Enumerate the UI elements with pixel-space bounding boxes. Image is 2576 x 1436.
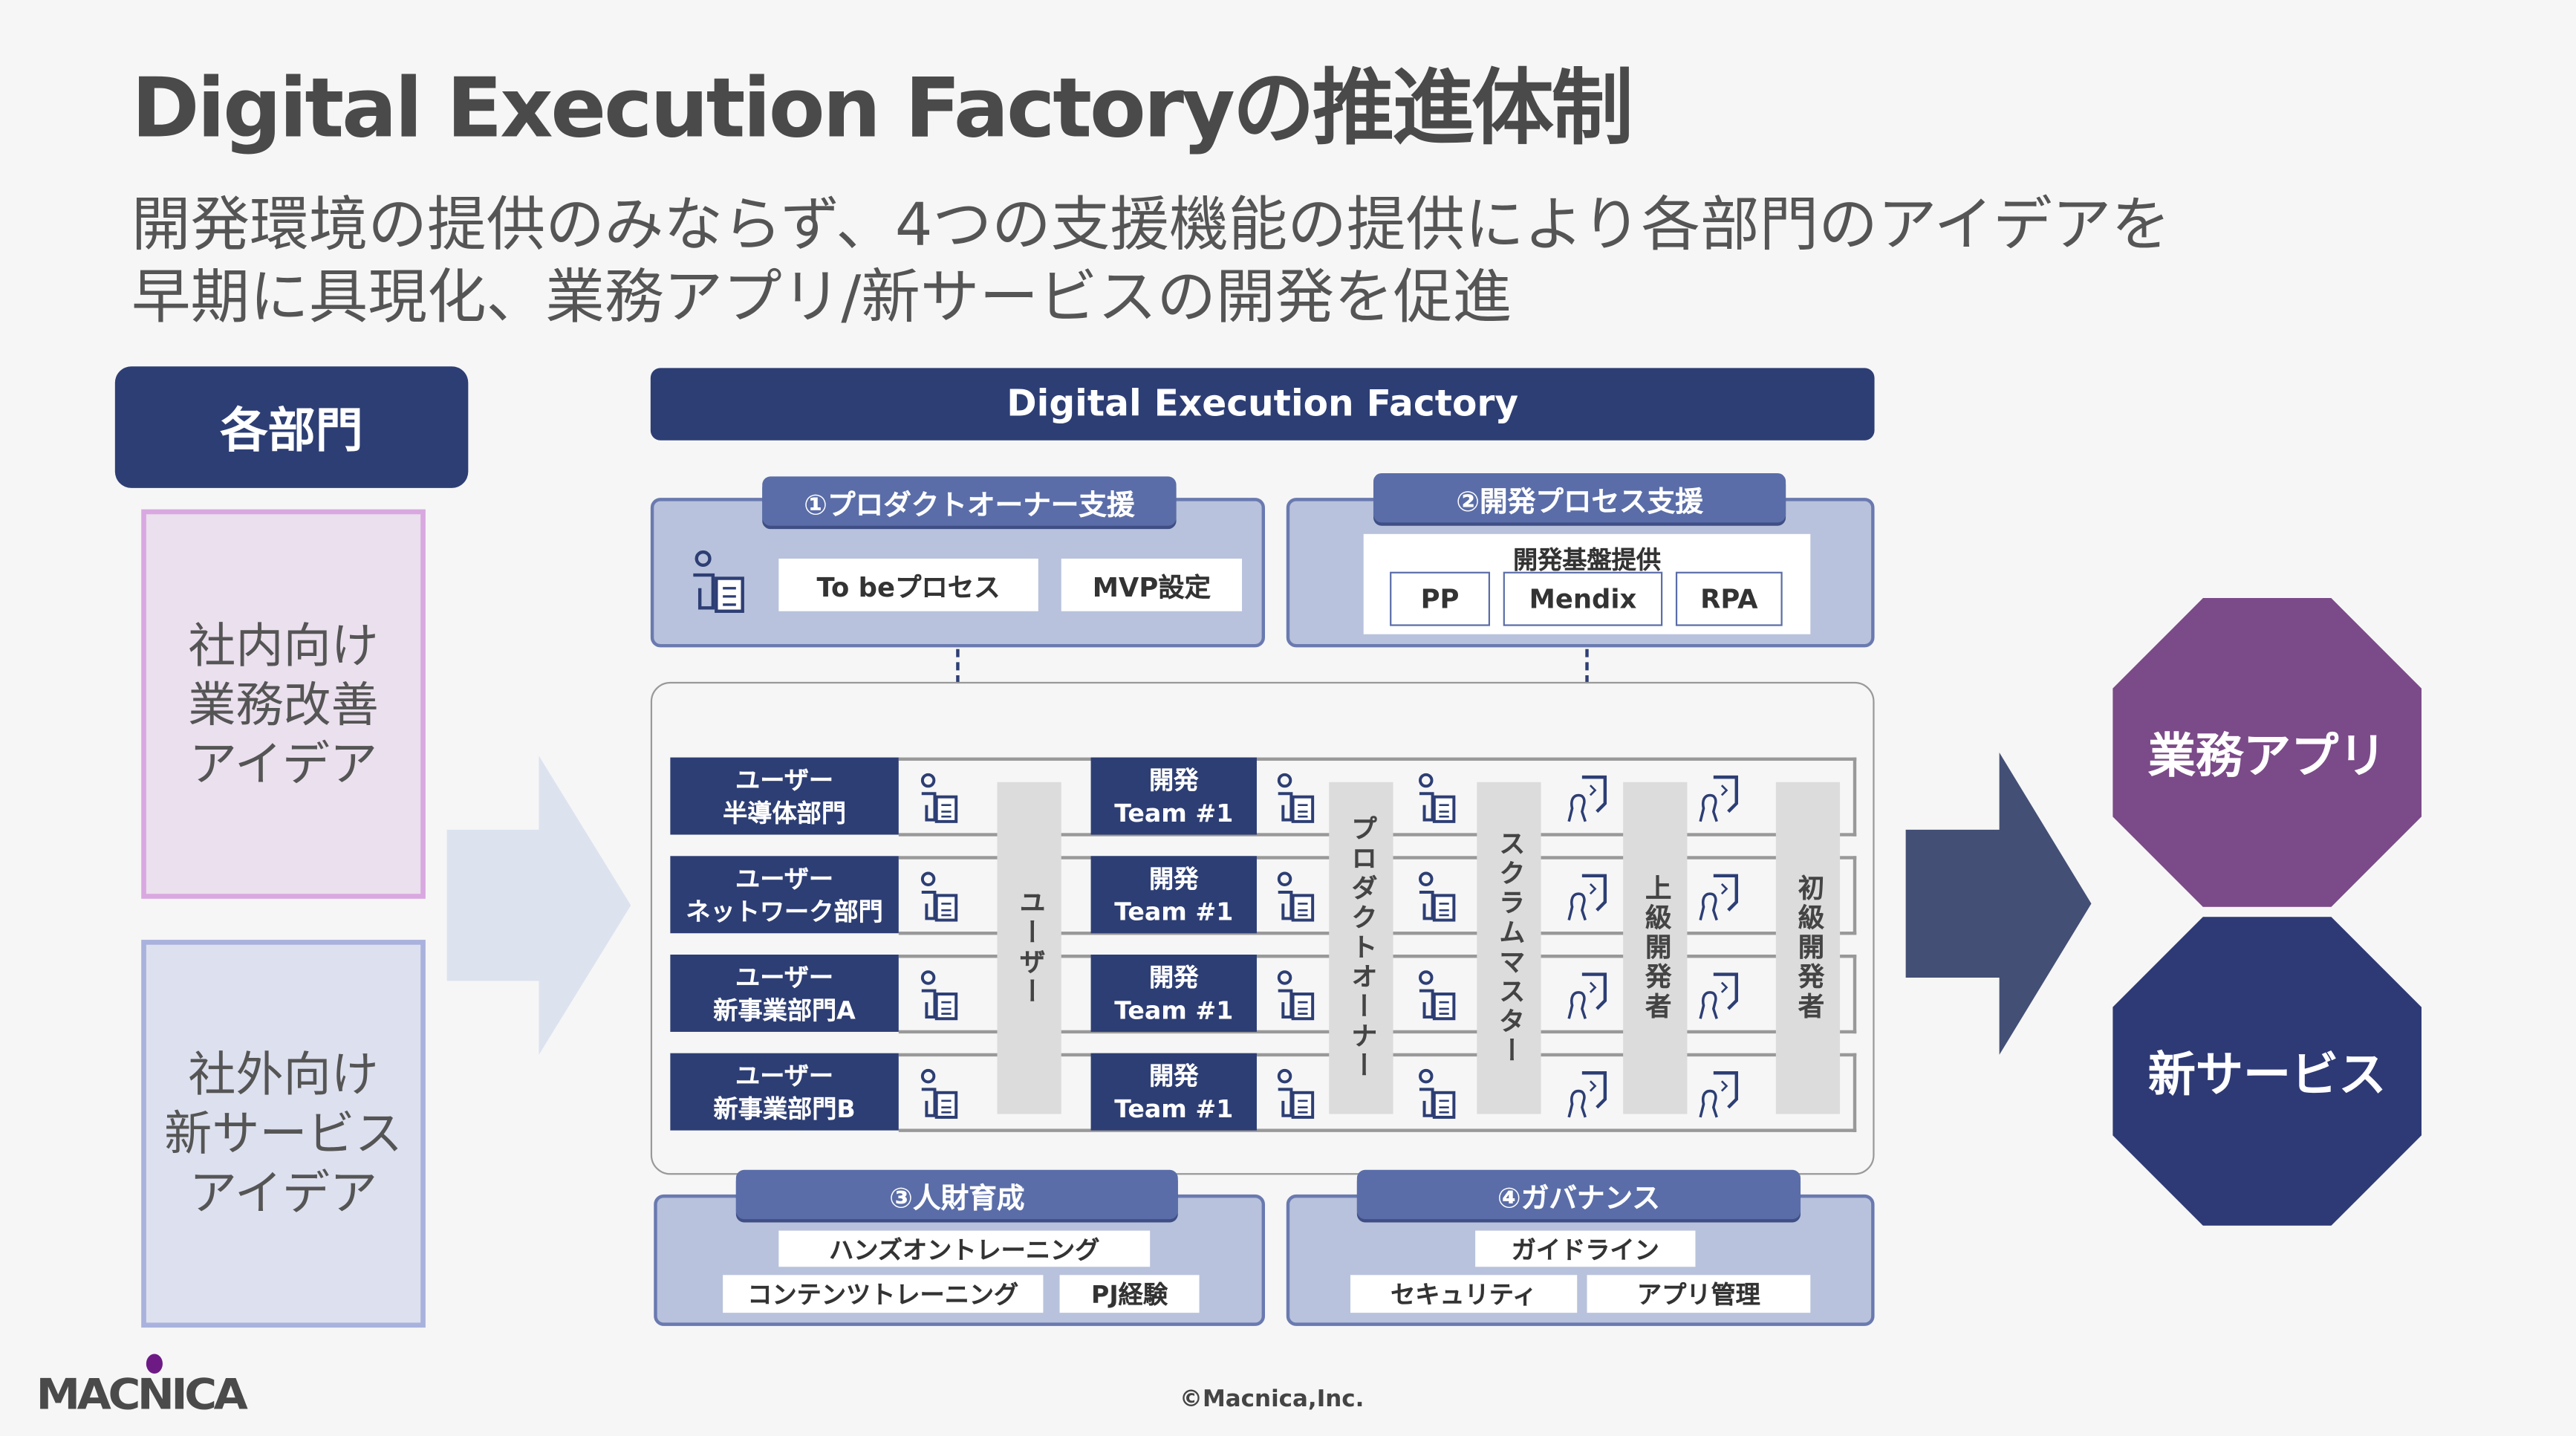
person-document-icon [920, 871, 958, 922]
text: ネットワーク部門 [686, 896, 883, 926]
mendix-item: Mendix [1503, 571, 1663, 626]
text: 開発 [1149, 764, 1199, 795]
text: 開発 [1149, 1060, 1199, 1091]
user-dept-label: ユーザー半導体部門 [670, 757, 899, 835]
person-document-icon [920, 970, 958, 1021]
contents-item: コンテンツトレーニング [723, 1275, 1044, 1313]
developer-screen-icon [1567, 775, 1607, 822]
page-title: Digital Execution Factoryの推進体制 [131, 60, 1633, 157]
dev-team-label: 開発 Team #1 [1090, 954, 1257, 1032]
to-be-process-item: To beプロセス [778, 558, 1038, 611]
text: 新事業部門A [713, 995, 856, 1024]
text: Team #1 [1114, 896, 1234, 926]
pp-item: PP [1390, 571, 1491, 626]
person-document-icon [920, 1068, 958, 1119]
text: Team #1 [1114, 1093, 1234, 1123]
input-arrow [446, 756, 631, 1055]
internal-idea-box: 社内向け業務改善アイデア [141, 509, 426, 899]
subtitle-line-1: 開発環境の提供のみならず、4つの支援機能の提供により各部門のアイデアを [131, 192, 2171, 260]
person-document-icon [1419, 773, 1456, 823]
developer-screen-icon [1699, 775, 1738, 822]
subtitle-line-2: 早期に具現化、業務アプリ/新サービスの開発を促進 [131, 264, 1512, 332]
handson-item: ハンズオントレーニング [778, 1230, 1151, 1267]
text: ユーザー [735, 1060, 834, 1091]
person-document-icon [1277, 773, 1315, 823]
person-document-icon [693, 550, 744, 613]
external-idea-box: 社外向け新サービスアイデア [141, 940, 426, 1328]
rpa-item: RPA [1675, 571, 1783, 626]
guideline-item: ガイドライン [1475, 1230, 1696, 1267]
text: 半導体部門 [723, 797, 847, 828]
macnica-logo: MACNICA [36, 1351, 299, 1420]
app-management-item: アプリ管理 [1587, 1275, 1811, 1313]
text: ユーザー [735, 961, 834, 992]
person-document-icon [1277, 1068, 1315, 1119]
person-document-icon [1419, 1068, 1456, 1119]
person-document-icon [1419, 970, 1456, 1021]
text: 新事業部門B [713, 1093, 856, 1123]
user-dept-label: ユーザーネットワーク部門 [670, 856, 899, 934]
role-column-user: ユーザー [997, 782, 1061, 1114]
text: アイデア [189, 1165, 378, 1221]
pj-item: PJ経験 [1059, 1275, 1200, 1313]
new-service-label: 新サービス [2147, 1046, 2387, 1103]
security-item: セキュリティ [1350, 1275, 1578, 1313]
text: 社内向け [188, 617, 379, 673]
developer-screen-icon [1699, 972, 1738, 1019]
factory-header: Digital Execution Factory [650, 368, 1875, 441]
role-column-senior-dev: 上級開発者 [1623, 782, 1688, 1114]
developer-screen-icon [1699, 874, 1738, 921]
text: 社外向け [188, 1046, 379, 1103]
text: 新サービス [164, 1105, 403, 1162]
user-dept-label: ユーザー新事業部門A [670, 954, 899, 1032]
developer-screen-icon [1567, 1071, 1607, 1118]
text: 開発 [1149, 961, 1199, 992]
output-arrow [1905, 752, 2092, 1055]
text: ユーザー [735, 863, 834, 894]
copyright: ©Macnica,Inc. [1180, 1386, 1365, 1414]
po-support-tab: ①プロダクトオーナー支援 [762, 476, 1177, 526]
text: Team #1 [1114, 995, 1234, 1024]
text: アイデア [189, 735, 378, 791]
business-app-label: 業務アプリ [2147, 727, 2387, 784]
person-document-icon [1277, 871, 1315, 922]
logo-dot [146, 1354, 163, 1374]
person-document-icon [920, 773, 958, 823]
developer-screen-icon [1567, 972, 1607, 1019]
person-document-icon [1419, 871, 1456, 922]
text: 開発 [1149, 863, 1199, 894]
mvp-item: MVP設定 [1061, 558, 1243, 611]
role-column-junior-dev: 初級開発者 [1775, 782, 1841, 1114]
developer-screen-icon [1567, 874, 1607, 921]
text: ユーザー [735, 764, 834, 795]
text: 業務改善 [188, 676, 379, 732]
role-column-product-owner: プロダクトオーナー [1329, 782, 1393, 1114]
role-column-scrum-master: スクラムマスター [1477, 782, 1541, 1114]
talent-tab: ③人財育成 [735, 1169, 1178, 1220]
user-dept-label: ユーザー新事業部門B [670, 1053, 899, 1131]
text: Team #1 [1114, 797, 1234, 828]
output-new-service [2112, 917, 2422, 1226]
process-support-tab: ②開発プロセス支援 [1373, 472, 1786, 523]
governance-tab: ④ガバナンス [1356, 1169, 1801, 1220]
output-business-app [2112, 598, 2422, 907]
developer-screen-icon [1699, 1071, 1738, 1118]
person-document-icon [1277, 970, 1315, 1021]
departments-header: 各部門 [114, 366, 469, 488]
platform-group-title: 開発基盤提供 [1512, 545, 1662, 576]
logo-text: MACNICA [36, 1371, 248, 1420]
